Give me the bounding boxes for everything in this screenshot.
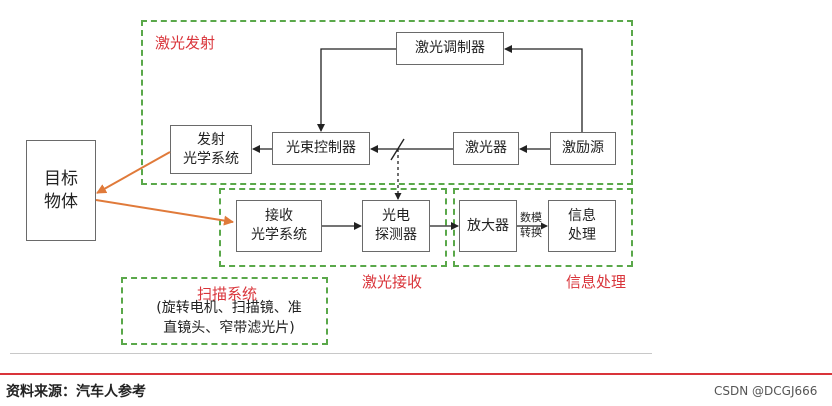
laser-modulator-box: 激光调制器 [396,32,504,65]
emit-region-label: 激光发射 [155,34,216,52]
emitted-beam-arrow [96,151,171,194]
target-object-box: 目标 物体 [26,140,96,241]
laser-box: 激光器 [453,132,519,165]
laser-emit-region [141,20,633,185]
watermark-text: CSDN @DCGJ666 [714,384,818,398]
beam-controller-box: 光束控制器 [272,132,370,165]
receive-optics-box: 接收 光学系统 [236,200,322,252]
receive-region-label: 激光接收 [362,273,423,291]
footer-rule [0,373,832,375]
arrow-exciter-to-modulator [504,45,583,132]
photodetector-box: 光电 探测器 [362,200,430,252]
emit-optics-box: 发射 光学系统 [170,125,252,174]
info-region-label: 信息处理 [566,273,627,291]
content-separator [10,353,652,354]
source-caption: 资料来源：汽车人参考 [6,384,146,400]
data-conversion-label: 数模 转换 [520,211,542,239]
laser-receive-region [219,188,447,267]
amplifier-box: 放大器 [459,200,517,252]
scan-system-region [121,277,328,345]
scan-system-description: (旋转电机、扫描镜、准 直镜头、窄带滤光片) [156,300,302,336]
arrow-modulator-to-beam-controller [317,48,396,132]
scan-region-label: 扫描系统 [197,285,258,303]
reflected-beam-arrow [95,199,234,226]
exciter-box: 激励源 [550,132,616,165]
info-processing-box: 信息 处理 [548,200,616,252]
